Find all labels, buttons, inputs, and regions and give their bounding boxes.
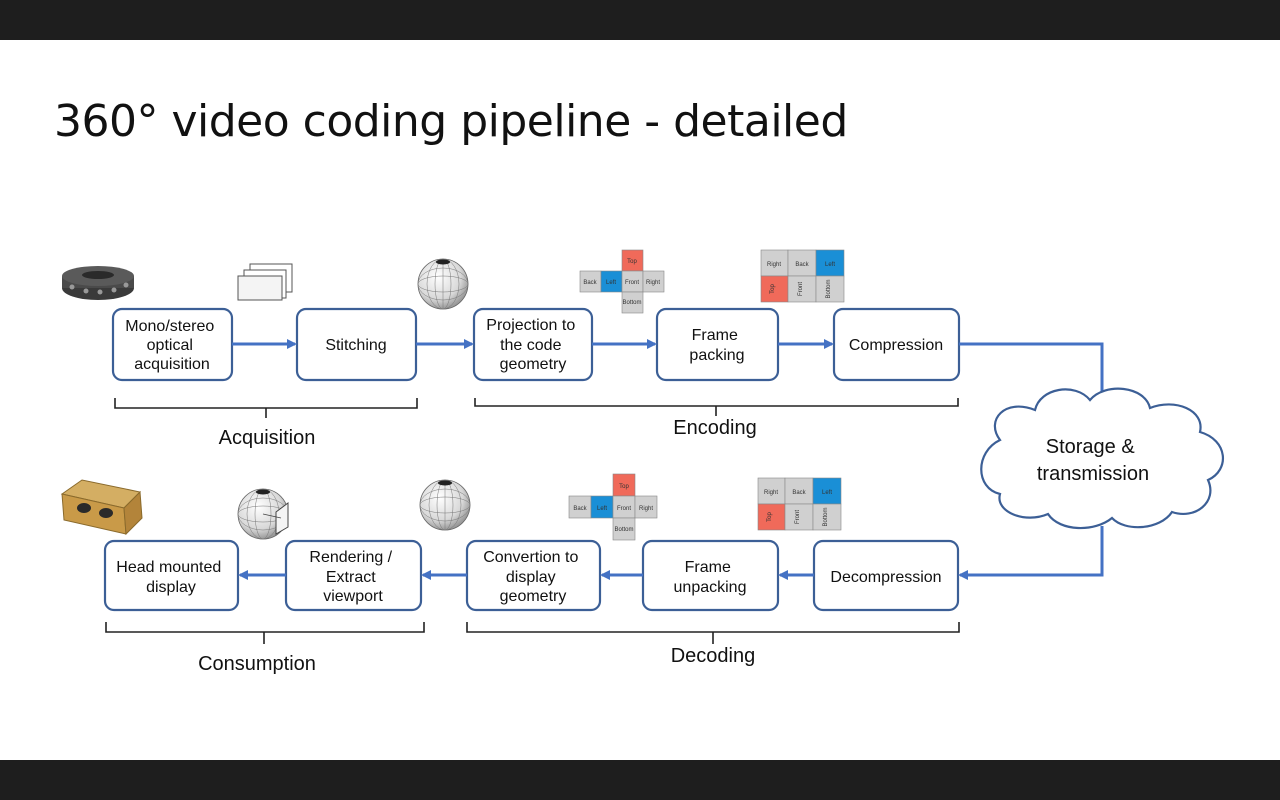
box-label-line: Extract	[326, 569, 376, 586]
arrow-cloud-decomp	[958, 526, 1104, 580]
svg-text:Stitching: Stitching	[325, 337, 386, 354]
box-label-line: Stitching	[325, 337, 386, 354]
sphere-icon-bottom	[419, 479, 471, 531]
box-label-line: optical	[147, 337, 193, 354]
face-label: Right	[639, 506, 653, 512]
box-label-line: geometry	[500, 356, 567, 373]
face-label: Bottom	[823, 507, 829, 526]
face-label: Top	[770, 284, 776, 294]
box-label-line: display	[146, 579, 196, 596]
face-label: Front	[798, 282, 804, 296]
group-label-encoding: Encoding	[673, 417, 756, 439]
group-label-decoding: Decoding	[671, 645, 756, 667]
face-label: Front	[617, 506, 631, 512]
arrow-comp-cloud	[959, 342, 1107, 404]
face-label: Left	[606, 280, 616, 286]
box-label-line: Frame	[685, 559, 731, 576]
svg-text:Decompression: Decompression	[830, 569, 941, 586]
face-label: Back	[573, 506, 587, 512]
group-label-consumption: Consumption	[198, 653, 316, 675]
brace-acquisition	[114, 398, 418, 418]
box-label-line: Mono/stereo	[125, 318, 214, 335]
face-label: Bottom	[826, 279, 832, 298]
cloud-label-line: transmission	[1037, 463, 1149, 485]
face-label: Right	[764, 490, 778, 496]
face-label: Bottom	[622, 300, 641, 306]
cube-net-icon: Top Back Left Front Right Bottom	[579, 249, 665, 314]
svg-text:Frame unpacking: Frame unpacking	[674, 559, 747, 596]
box-label-line: viewport	[323, 588, 383, 605]
brace-encoding	[474, 398, 959, 416]
packed-frame-icon-bottom: Right Back Left Top Front Bottom	[757, 477, 842, 531]
vr-headset-icon	[60, 479, 143, 536]
face-label: Right	[646, 280, 660, 286]
box-label-line: acquisition	[134, 356, 210, 373]
box-label-line: packing	[689, 347, 744, 364]
box-label-line: Projection to	[486, 317, 575, 334]
sphere-viewport-icon	[237, 488, 289, 540]
svg-text:Storage & transmission: Storage & transmission	[1037, 436, 1149, 485]
sphere-icon	[417, 258, 469, 310]
box-label-line: Rendering /	[309, 549, 392, 566]
brace-decoding	[466, 622, 960, 644]
rendering-box: Rendering / Extract viewport	[284, 539, 423, 612]
svg-text:Mono/stereo optical: Mono/stereo optical acquisition	[125, 318, 218, 373]
box-label-line: geometry	[500, 588, 567, 605]
face-label: Front	[625, 280, 639, 286]
cube-net-icon-bottom: Top Back Left Front Right Bottom	[568, 473, 658, 541]
face-label: Top	[627, 259, 637, 265]
box-label-line: Decompression	[830, 569, 941, 586]
box-label-line: unpacking	[674, 579, 747, 596]
box-label-line: Compression	[849, 337, 943, 354]
face-label: Back	[583, 280, 597, 286]
box-label-line: Head mounted	[116, 559, 221, 576]
face-label: Right	[767, 262, 781, 268]
svg-text:Compression: Compression	[849, 337, 943, 354]
frame-unpacking-box: Frame unpacking	[641, 539, 780, 612]
svg-text:Frame packing: Frame packing	[689, 327, 744, 364]
slide-title: 360° video coding pipeline - detailed	[54, 96, 848, 147]
svg-text:Convertion to display: Convertion to display geometry	[483, 549, 583, 605]
stitching-box: Stitching	[295, 307, 418, 382]
storage-cloud: Storage & transmission	[980, 387, 1224, 530]
box-label-line: display	[506, 569, 556, 586]
group-label-acquisition: Acquisition	[219, 427, 316, 449]
brace-consumption	[105, 622, 425, 644]
compression-box: Compression	[832, 307, 961, 382]
hmd-box: Head mounted display	[103, 539, 240, 612]
convertion-box: Convertion to display geometry	[465, 539, 602, 612]
svg-text:Projection to the code: Projection to the code geometry	[486, 317, 579, 373]
svg-text:Rendering / Extract: Rendering / Extract viewport	[309, 549, 396, 605]
svg-text:Head mounted display: Head mounted display	[116, 559, 225, 596]
face-label: Top	[767, 512, 773, 522]
camera-rig-icon	[62, 266, 134, 300]
face-label: Bottom	[614, 527, 633, 533]
frame-packing-box: Frame packing	[655, 307, 780, 382]
face-label: Top	[619, 484, 629, 490]
stacked-frames-icon	[237, 263, 293, 301]
face-label: Left	[825, 262, 835, 268]
face-label: Left	[597, 506, 607, 512]
box-label-line: the code	[500, 337, 561, 354]
decompression-box: Decompression	[812, 539, 960, 612]
packed-frame-icon: Right Back Left Top Front Bottom	[760, 249, 845, 303]
face-label: Back	[792, 490, 806, 496]
projection-box: Projection to the code geometry	[472, 307, 594, 382]
face-label: Front	[795, 510, 801, 524]
face-label: Left	[822, 490, 832, 496]
box-label-line: Frame	[692, 327, 738, 344]
acquisition-box: Mono/stereo optical acquisition	[111, 307, 234, 382]
cloud-label-line: Storage &	[1046, 436, 1136, 458]
box-label-line: Convertion to	[483, 549, 578, 566]
face-label: Back	[795, 262, 809, 268]
